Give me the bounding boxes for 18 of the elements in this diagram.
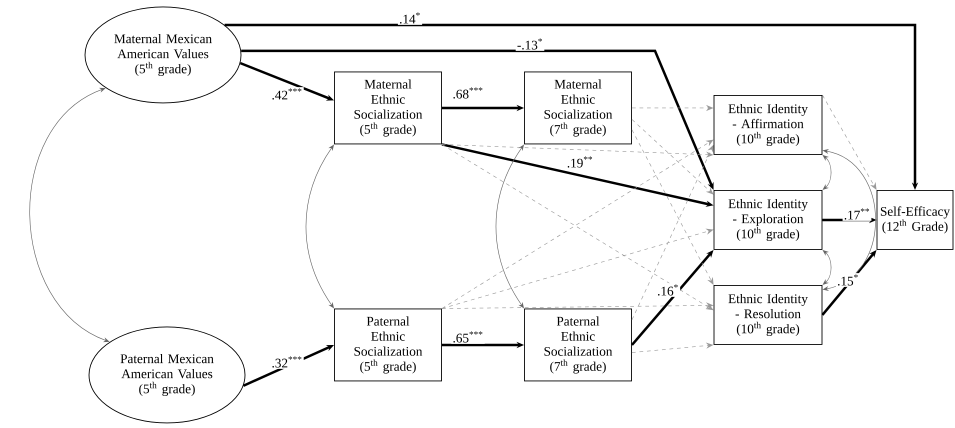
edge-label: .19$^{**}$	[566, 155, 594, 169]
variable-box: Maternal Ethnic Socialization (5$^{th}$ grade)	[334, 72, 442, 144]
edge-label: .32$^{***}$	[270, 355, 304, 369]
edge-label: .17$^{**}$	[842, 207, 872, 221]
edge-label: .14$^{*}$	[398, 11, 422, 25]
edge-label: .65$^{***}$	[451, 330, 485, 344]
variable-box: Self-Efficacy (12$^{th}$ Grade)	[876, 190, 954, 250]
variable-box: Paternal Ethnic Socialization (7$^{th}$ grade)	[524, 308, 632, 382]
edge-label: .16$^{*}$	[656, 283, 680, 297]
variable-box: Maternal Ethnic Socialization (7$^{th}$ grade)	[524, 72, 632, 144]
edge-label: -.13$^{*}$	[516, 37, 544, 51]
variable-box: Ethnic Identity - Affirmation (10$^{th}$ grade)	[714, 95, 822, 155]
edge-label: .15$^{*}$	[836, 273, 860, 287]
variable-box: Ethnic Identity - Resolution (10$^{th}$ grade)	[714, 285, 822, 345]
edge-label: .68$^{***}$	[451, 86, 485, 100]
variable-box: Ethnic Identity - Exploration (10$^{th}$ grade)	[714, 190, 822, 250]
edge-label: .42$^{***}$	[270, 87, 304, 101]
variable-box: Paternal Ethnic Socialization (5$^{th}$ grade)	[334, 308, 442, 382]
